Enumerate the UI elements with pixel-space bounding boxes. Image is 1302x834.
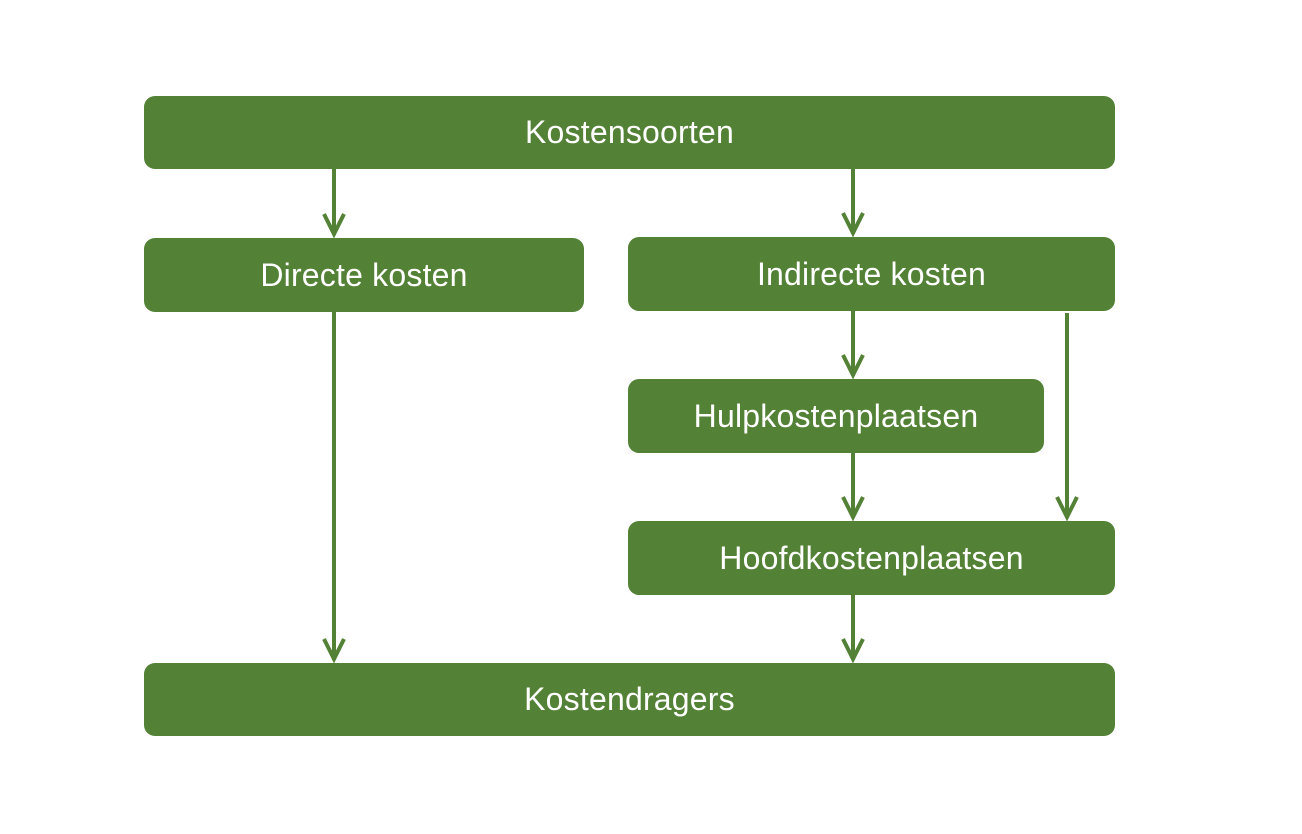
edge-directe-kosten-kostendragers [322,312,346,664]
node-indirecte-kosten-label: Indirecte kosten [756,255,987,292]
node-hoofdkostenplaatsen-label: Hoofdkostenplaatsen [719,539,1024,576]
node-kostendragers-label: Kostendragers [524,681,735,717]
node-kostendragers: Kostendragers [144,663,1115,736]
node-directe-kosten: Directe kosten [144,238,584,312]
edge-kostensoorten-directe-kosten [322,169,346,239]
edge-indirecte-kosten-hulpkostenplaatsen [841,311,865,380]
edge-kostensoorten-indirecte-kosten [841,169,865,238]
node-kostensoorten: Kostensoorten [144,96,1115,169]
node-hoofdkostenplaatsen: Hoofdkostenplaatsen [628,521,1115,595]
node-hulpkostenplaatsen-label: Hulpkostenplaatsen [693,397,979,434]
edge-indirecte-kosten-hoofdkostenplaatsen [1055,313,1079,522]
node-indirecte-kosten: Indirecte kosten [628,237,1115,311]
edge-hulpkostenplaatsen-hoofdkostenplaatsen [841,453,865,522]
node-hulpkostenplaatsen: Hulpkostenplaatsen [628,379,1044,453]
edge-hoofdkostenplaatsen-kostendragers [841,595,865,664]
node-kostensoorten-label: Kostensoorten [525,114,734,150]
node-directe-kosten-label: Directe kosten [260,256,468,293]
